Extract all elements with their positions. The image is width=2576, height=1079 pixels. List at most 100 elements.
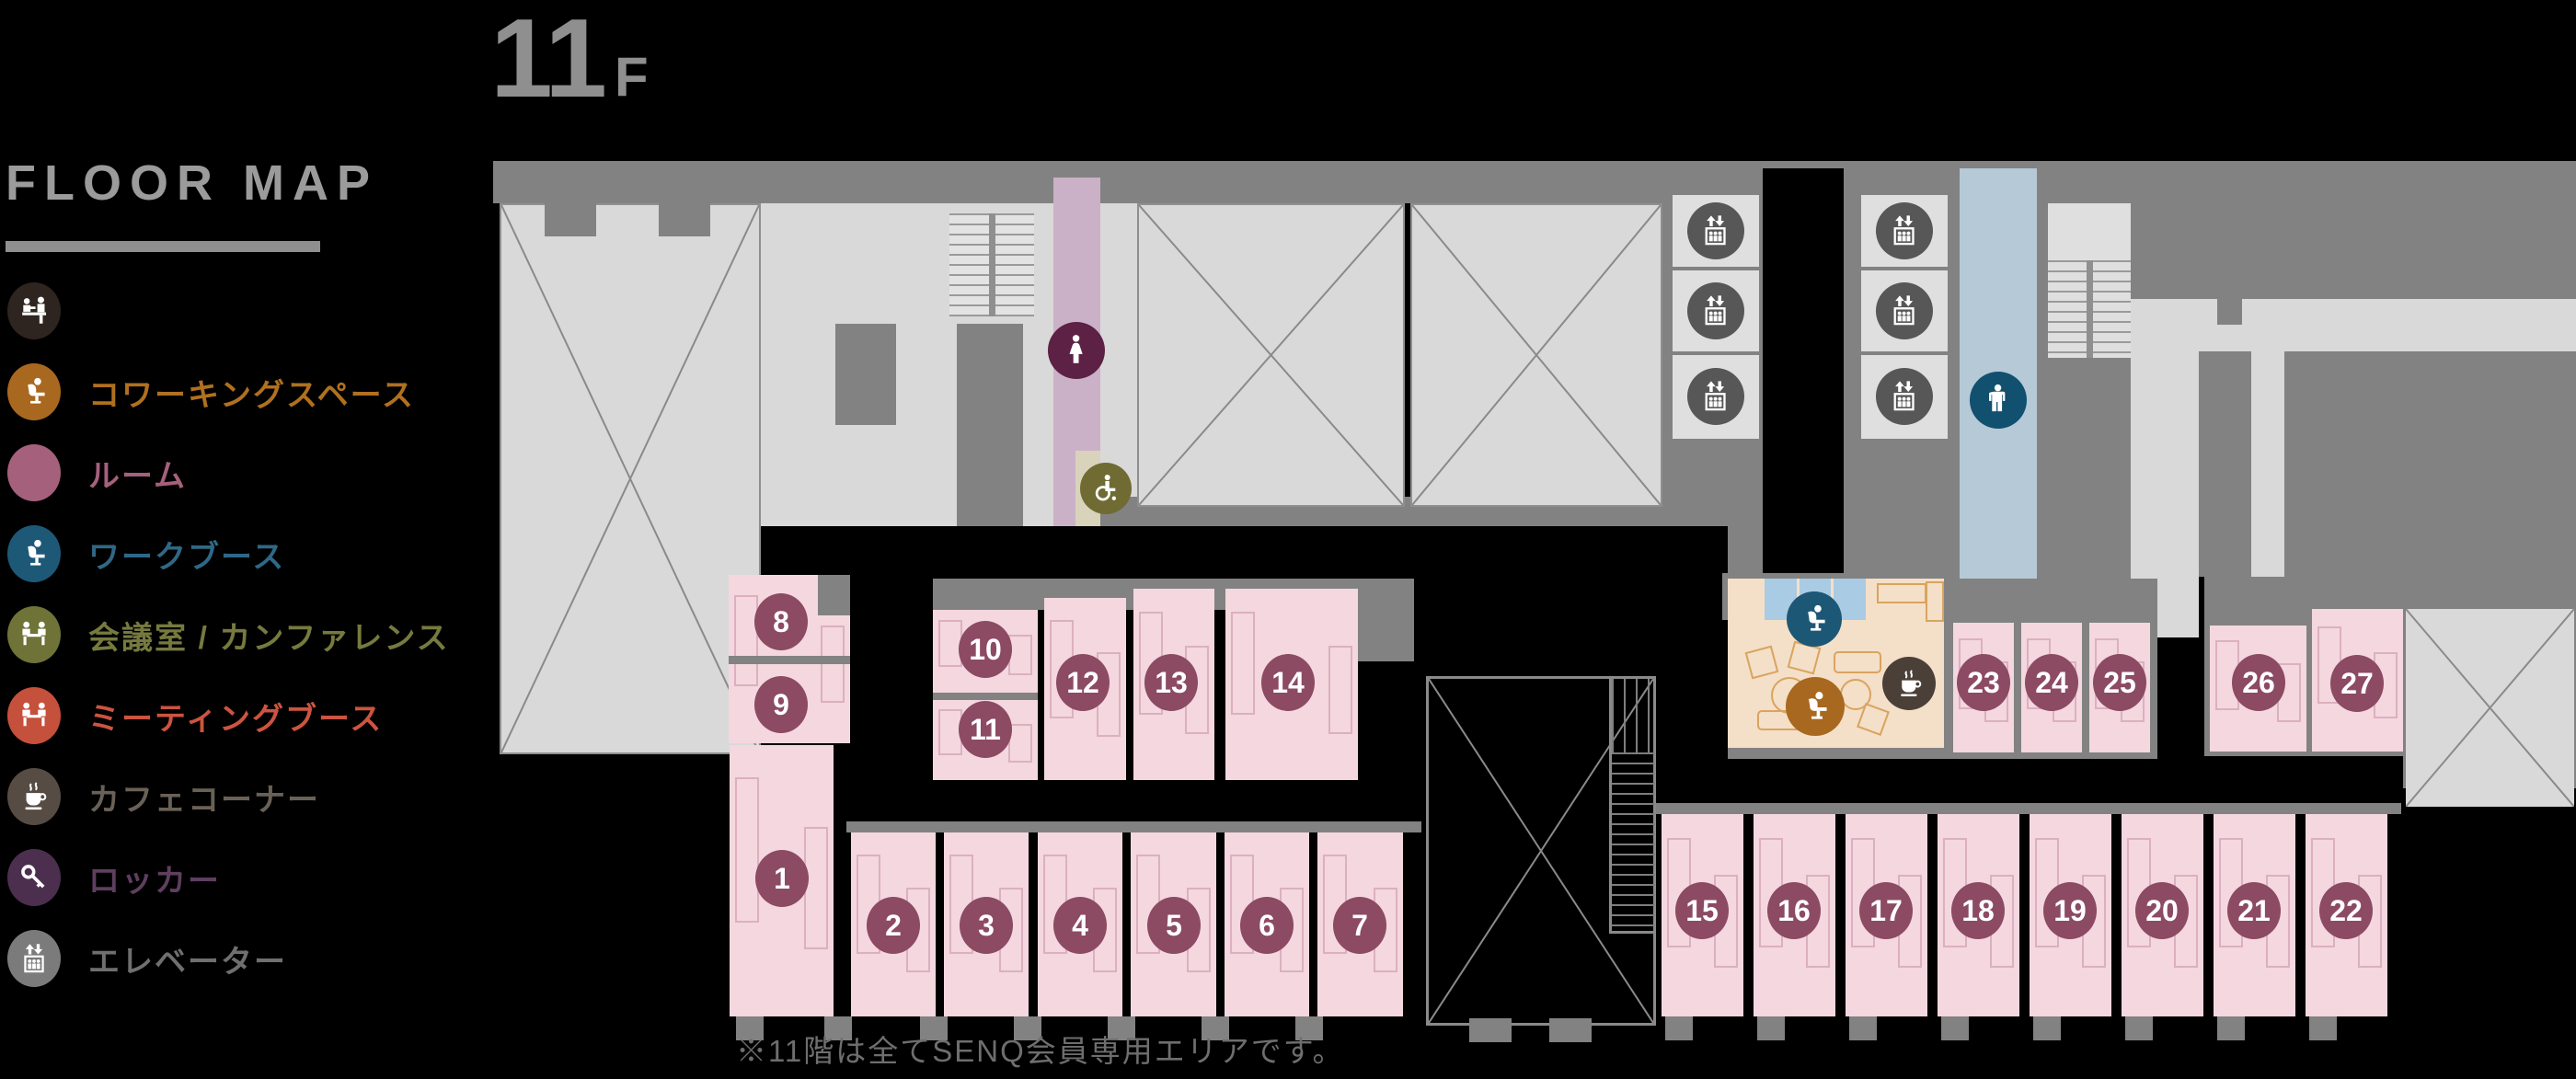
room-badge-11: 11 [959,701,1012,758]
room-badge-2: 2 [867,897,920,954]
room-badge-22: 22 [2319,882,2373,939]
room-badge-8: 8 [754,593,808,650]
column-stub [1549,1018,1592,1042]
legend-heading-underline [6,241,320,252]
room-badge-25: 25 [2093,654,2146,711]
meeting-icon [7,606,61,663]
void-gap [1662,759,2157,788]
column-stub [736,1016,764,1040]
legend-item-meeting-booth: ミーティングブース [7,687,383,744]
column-stub [1665,1016,1693,1040]
room-shape-6 [1225,832,1309,1016]
lounge-cabinet [1877,583,1926,603]
column-stub [1295,1016,1323,1040]
column-stub [1469,1018,1512,1042]
column-stub [2125,1016,2153,1040]
elevator-icon [1687,282,1744,339]
cafe-icon [1882,657,1936,710]
wall-segment [933,693,1038,700]
legend-item-label: ミーティングブース [88,701,384,737]
legend-item-label: カフェコーナー [88,782,320,818]
column-stub [659,203,710,236]
column-stub [920,1016,948,1040]
column-stub [1849,1016,1877,1040]
meeting-icon [7,687,61,744]
wall-segment [729,656,850,664]
elevator-icon [1876,202,1933,259]
room-badge-27: 27 [2330,655,2384,712]
room-badge-18: 18 [1951,882,2005,939]
legend-item-work-booth: ワークブース [7,525,285,582]
stairs-landing-south [1609,679,1655,752]
column-stub [545,203,596,236]
elevator-shaft [1763,168,1844,573]
void-area-east [2406,609,2574,807]
floor-area [1100,203,1137,497]
elevator-icon [1687,202,1744,259]
room-badge-3: 3 [960,897,1013,954]
elevator-icon [1687,368,1744,425]
legend-item-label: ロッカー [88,863,221,899]
room-badge-20: 20 [2135,882,2189,939]
column-stub [824,1016,852,1040]
legend-item-coworking: コワーキングスペース [7,363,415,420]
room-badge-6: 6 [1240,897,1294,954]
elevator-icon [7,930,61,987]
stair-stringer [989,213,995,316]
room-badge-13: 13 [1144,654,1198,711]
womens-restroom-corridor [1053,178,1100,451]
column-stub [2309,1016,2337,1040]
legend-item-locker: ロッカー [7,849,221,906]
column-stub [1757,1016,1785,1040]
room-badge-24: 24 [2025,654,2078,711]
wall-notch [2217,299,2242,325]
legend-item-meeting-room: 会議室 / カンファレンス [7,606,450,663]
room-color-icon [7,444,61,501]
void-gap [1662,526,1728,788]
wall-segment [957,324,1023,526]
room-badge-15: 15 [1675,882,1729,939]
legend-item-label: 会議室 / カンファレンス [88,620,450,656]
room-badge-12: 12 [1056,654,1110,711]
room-badge-26: 26 [2232,654,2285,711]
room-badge-21: 21 [2227,882,2281,939]
womens-restroom-corridor-narrow [1053,451,1075,526]
seated-person-icon [7,363,61,420]
room-shape-16 [1754,814,1835,1016]
reception-icon [7,282,61,339]
wall-segment [846,821,1421,832]
room-badge-9: 9 [754,676,808,733]
room-badge-7: 7 [1333,897,1386,954]
room-badge-23: 23 [1957,654,2010,711]
coworking-icon [1786,677,1845,736]
stairs-east [2048,260,2131,358]
room-badge-17: 17 [1859,882,1913,939]
wall-segment [1656,803,2401,814]
lounge-sofa [1834,651,1881,673]
room-badge-1: 1 [755,850,809,907]
floor-suffix: F [614,46,649,108]
wall-segment [1358,579,1414,661]
legend-item-room: ルーム [7,444,187,501]
room-badge-5: 5 [1147,897,1201,954]
womens-restroom-icon [1048,322,1105,379]
stairs-landing-east [2048,203,2131,260]
elevator-icon [1876,368,1933,425]
column-stub [1202,1016,1229,1040]
lounge-cabinet [1926,581,1944,622]
column-stub [1941,1016,1969,1040]
coffee-icon [7,768,61,825]
floor-number: 11 [490,0,607,121]
mens-restroom-icon [1970,372,2027,429]
room-shape-15 [1662,814,1743,1016]
corridor-east-band [2131,299,2576,351]
legend-item-label: ルーム [88,458,187,494]
room-badge-16: 16 [1767,882,1821,939]
stairs-south [1609,752,1655,934]
legend-item-reception [7,282,88,339]
stair-stringer [2087,260,2093,358]
void-gap [2204,756,2403,788]
room-badge-19: 19 [2043,882,2097,939]
seated-person-icon [7,525,61,582]
